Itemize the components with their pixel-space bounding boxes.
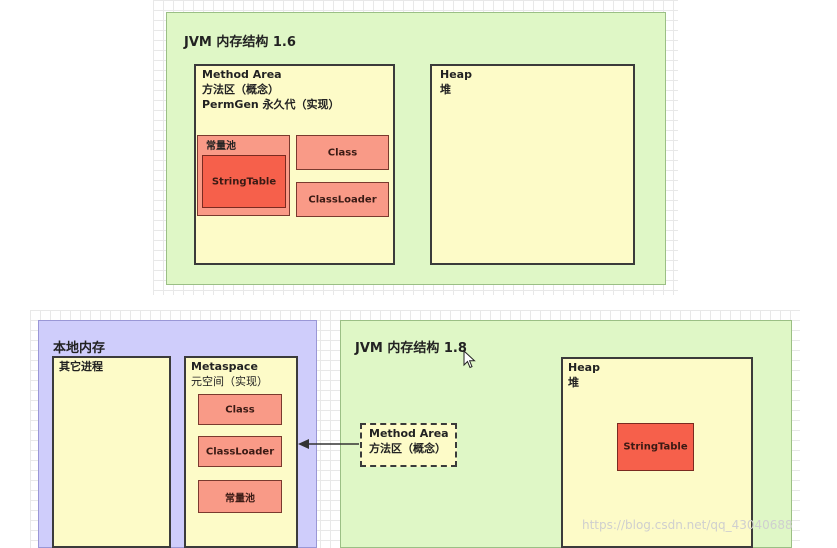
class-label: Class xyxy=(327,147,358,158)
other-processes-label: 其它进程 xyxy=(59,360,103,373)
metaspace-classloader-label: ClassLoader xyxy=(205,446,275,457)
other-processes-box: 其它进程 xyxy=(52,356,171,548)
native-memory-title: 本地内存 xyxy=(53,341,106,356)
metaspace-impl-label: 元空间（实现） xyxy=(191,375,268,388)
mouse-cursor-icon xyxy=(463,350,476,369)
metaspace-constant-pool-box: 常量池 xyxy=(198,480,282,513)
heap-cn-label: 堆 xyxy=(440,83,451,96)
permgen-label: PermGen 永久代（实现） xyxy=(202,98,340,111)
metaspace-classloader-box: ClassLoader xyxy=(198,436,282,467)
metaspace-class-box: Class xyxy=(198,394,282,425)
jvm18-heap-label: Heap xyxy=(568,361,600,374)
metaspace-constant-pool-label: 常量池 xyxy=(225,493,255,504)
jvm18-heap-cn-label: 堆 xyxy=(568,376,579,389)
jvm18-title: JVM 内存结构 1.8 xyxy=(355,341,467,356)
jvm16-classloader-box: ClassLoader xyxy=(296,182,389,217)
jvm16-heap: Heap 堆 xyxy=(430,64,635,265)
jvm16-title: JVM 内存结构 1.6 xyxy=(184,35,296,50)
jvm16-string-table: StringTable xyxy=(202,155,286,208)
constant-pool-label: 常量池 xyxy=(206,141,236,152)
jvm18-method-area-label: Method Area xyxy=(369,427,449,440)
watermark-text: https://blog.csdn.net/qq_43040688 xyxy=(582,518,793,532)
metaspace-class-label: Class xyxy=(225,404,255,415)
string-table-label: StringTable xyxy=(211,176,277,187)
jvm18-method-area-concept-label: 方法区（概念） xyxy=(369,442,446,455)
jvm16-class-box: Class xyxy=(296,135,389,170)
heap-label: Heap xyxy=(440,68,472,81)
method-area-concept-label: 方法区（概念） xyxy=(202,83,279,96)
metaspace-label: Metaspace xyxy=(191,360,258,373)
method-area-label: Method Area xyxy=(202,68,282,81)
jvm18-string-table-label: StringTable xyxy=(623,441,688,453)
classloader-label: ClassLoader xyxy=(308,194,377,205)
jvm18-string-table: StringTable xyxy=(617,423,694,471)
jvm18-method-area: Method Area 方法区（概念） xyxy=(360,423,457,467)
